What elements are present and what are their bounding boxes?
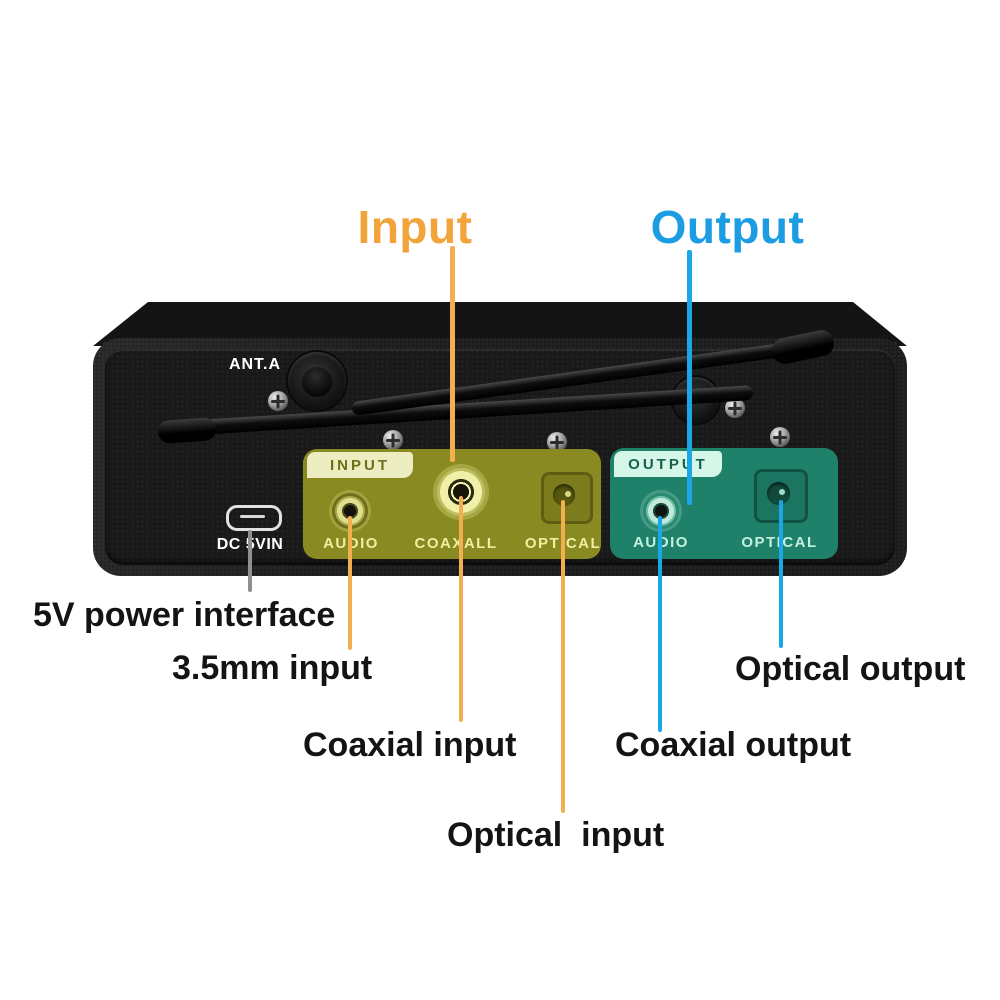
antenna-mount (288, 352, 346, 410)
optical-input-port (541, 472, 593, 524)
optical-output-callout-label: Optical output (735, 650, 966, 688)
screw-icon (547, 432, 567, 452)
output-leader-line (687, 250, 692, 505)
coaxial-input-callout-label: Coaxial input (303, 726, 517, 764)
output-panel-tab: OUTPUT (614, 451, 722, 477)
usb-c-power-port (226, 505, 282, 531)
optical-input-callout-label: Optical input (447, 816, 665, 854)
output-ports-panel: OUTPUT AUDIO OPTICAL (610, 448, 838, 559)
input-section-label: Input (357, 201, 473, 253)
output-section-label: Output (650, 201, 805, 253)
input-panel-tab: INPUT (307, 452, 413, 478)
coax-in-leader-line (459, 496, 463, 722)
screw-icon (770, 427, 790, 447)
power-leader-line (248, 530, 252, 592)
antenna-tip (157, 417, 217, 444)
screw-icon (268, 391, 288, 411)
optical-out-leader-line (779, 500, 783, 648)
screw-icon (383, 430, 403, 450)
coaxial-input-port-label: COAXALL (414, 535, 498, 552)
coaxial-output-callout-label: Coaxial output (615, 726, 852, 764)
coax-out-leader-line (658, 516, 662, 732)
power-callout-label: 5V power interface (33, 596, 336, 634)
aux-input-callout-label: 3.5mm input (172, 649, 373, 687)
audio-in-leader-line (348, 516, 352, 650)
input-leader-line (450, 246, 455, 462)
optical-in-leader-line (561, 500, 565, 813)
input-ports-panel: INPUT AUDIO COAXALL OPTICAL (303, 449, 601, 559)
optical-output-port-label: OPTICAL (732, 534, 827, 551)
antenna-label: ANT.A (228, 356, 282, 373)
screw-icon (725, 398, 745, 418)
